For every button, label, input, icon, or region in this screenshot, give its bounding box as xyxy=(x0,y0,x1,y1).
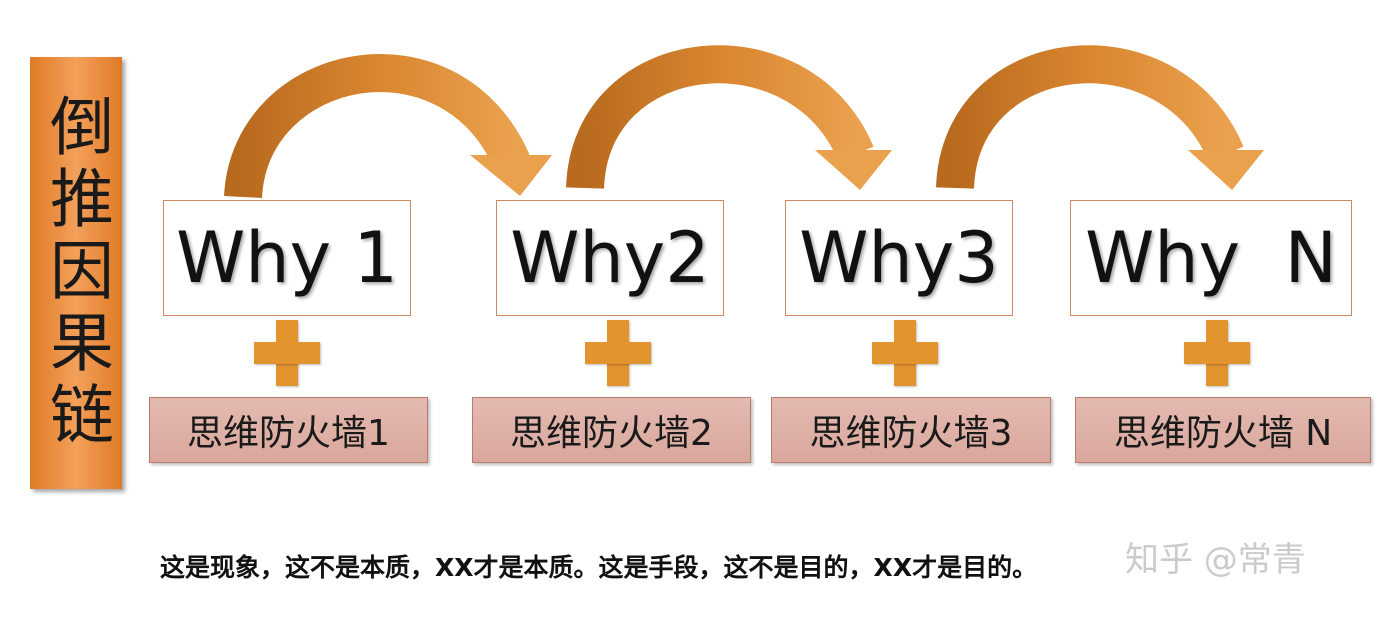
watermark-text: 知乎 @常青 xyxy=(1125,540,1306,580)
arrow-why3-to-whyN xyxy=(936,45,1264,190)
why-box-2: Why2 xyxy=(496,200,724,316)
arrow-why2-to-why3 xyxy=(566,45,892,190)
side-title-banner: 倒推因果链 xyxy=(30,57,122,489)
why-box-n: Why N xyxy=(1070,200,1352,316)
firewall-box-1: 思维防火墙1 xyxy=(149,397,428,463)
firewall-box-2: 思维防火墙2 xyxy=(472,397,751,463)
plus-icon-3 xyxy=(872,320,938,386)
plus-icon-2 xyxy=(585,320,651,386)
why-box-1: Why 1 xyxy=(163,200,411,316)
side-title-text: 倒推因果链 xyxy=(39,93,113,453)
firewall-box-n: 思维防火墙 N xyxy=(1075,397,1371,463)
plus-icon-n xyxy=(1184,320,1250,386)
arrow-why1-to-why2 xyxy=(224,54,552,199)
plus-icon-1 xyxy=(254,320,320,386)
firewall-box-3: 思维防火墙3 xyxy=(771,397,1051,463)
caption-text: 这是现象，这不是本质，XX才是本质。这是手段，这不是目的，XX才是目的。 xyxy=(160,553,1038,582)
why-box-3: Why3 xyxy=(785,200,1013,316)
